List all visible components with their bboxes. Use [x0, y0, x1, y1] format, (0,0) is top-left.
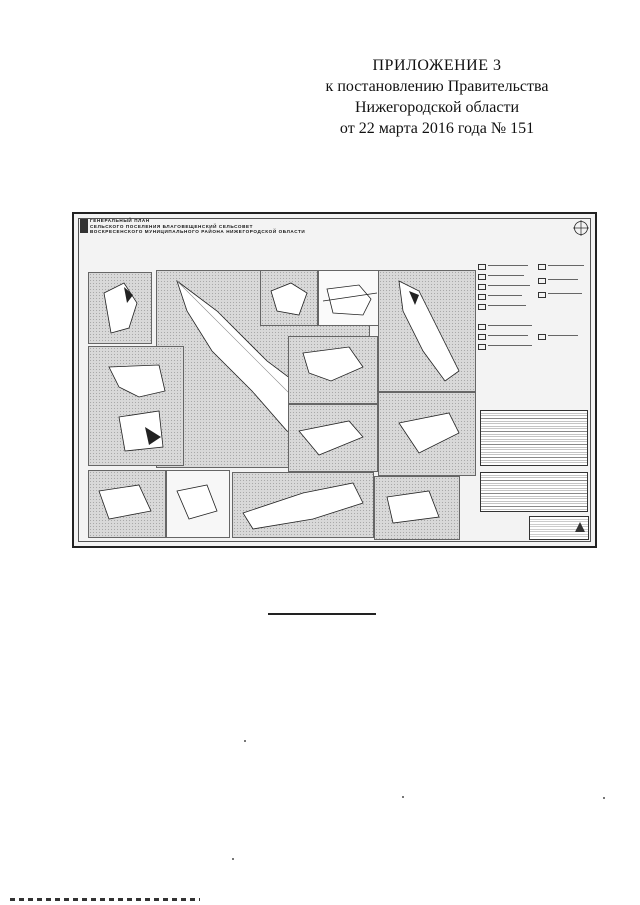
master-plan-sheet: ГЕНЕРАЛЬНЫЙ ПЛАН СЕЛЬСКОГО ПОСЕЛЕНИЯ БЛА… [72, 212, 597, 548]
legend-swatch [478, 334, 486, 340]
title-block-stamp [529, 516, 589, 540]
scan-speck [603, 797, 605, 799]
legend-line [488, 345, 532, 347]
legend-swatch [478, 304, 486, 310]
legend-line [488, 295, 522, 297]
appendix-header: ПРИЛОЖЕНИЕ 3 к постановлению Правительст… [292, 55, 582, 139]
legend-line [488, 275, 524, 277]
plan-title: ГЕНЕРАЛЬНЫЙ ПЛАН СЕЛЬСКОГО ПОСЕЛЕНИЯ БЛА… [90, 218, 330, 235]
legend-line [548, 265, 584, 267]
map-inset [88, 346, 184, 466]
legend-swatch [538, 334, 546, 340]
legend-swatch [478, 294, 486, 300]
plan-title-line: ВОСКРЕСЕНСКОГО МУНИЦИПАЛЬНОГО РАЙОНА НИЖ… [90, 229, 306, 235]
map-inset [288, 404, 378, 472]
separator-line [268, 613, 376, 615]
plan-title-line: СЕЛЬСКОГО ПОСЕЛЕНИЯ БЛАГОВЕЩЕНСКИЙ СЕЛЬС… [90, 223, 254, 229]
legend-line [548, 293, 582, 295]
map-inset [318, 270, 382, 326]
legend-swatch [478, 344, 486, 350]
map-inset [166, 470, 230, 538]
legend-swatch [478, 284, 486, 290]
legend-line [548, 335, 578, 337]
legend-line [488, 335, 528, 337]
map-inset [88, 470, 166, 538]
legend-swatch [538, 292, 546, 298]
scan-speck [244, 740, 246, 742]
legend-swatch [538, 278, 546, 284]
map-inset [88, 272, 152, 344]
decree-reference: к постановлению Правительства [325, 78, 549, 95]
legend-swatch [478, 264, 486, 270]
plan-title-line: ГЕНЕРАЛЬНЫЙ ПЛАН [90, 218, 150, 223]
map-inset [378, 270, 476, 392]
map-legend [478, 254, 590, 534]
map-inset [232, 472, 374, 538]
map-inset [374, 476, 460, 540]
decree-date: от 22 марта 2016 года № 151 [339, 120, 535, 137]
legend-swatch [538, 264, 546, 270]
map-inset [260, 270, 318, 326]
emblem-icon [80, 219, 88, 233]
legend-swatch [478, 324, 486, 330]
north-arrow-icon [573, 220, 589, 236]
data-table [480, 410, 588, 466]
appendix-title: ПРИЛОЖЕНИЕ 3 [372, 57, 502, 74]
legend-line [488, 325, 532, 327]
sheet-frame [78, 218, 591, 542]
scan-speck [232, 858, 234, 860]
legend-line [488, 305, 526, 307]
region-name: Нижегородской области [354, 99, 519, 116]
legend-swatch [478, 274, 486, 280]
map-inset [378, 392, 476, 476]
legend-line [488, 285, 530, 287]
map-inset [288, 336, 378, 404]
legend-line [548, 279, 578, 281]
scan-speck [402, 796, 404, 798]
scan-edge-marks [10, 898, 200, 901]
data-table [480, 472, 588, 512]
legend-line [488, 265, 528, 267]
